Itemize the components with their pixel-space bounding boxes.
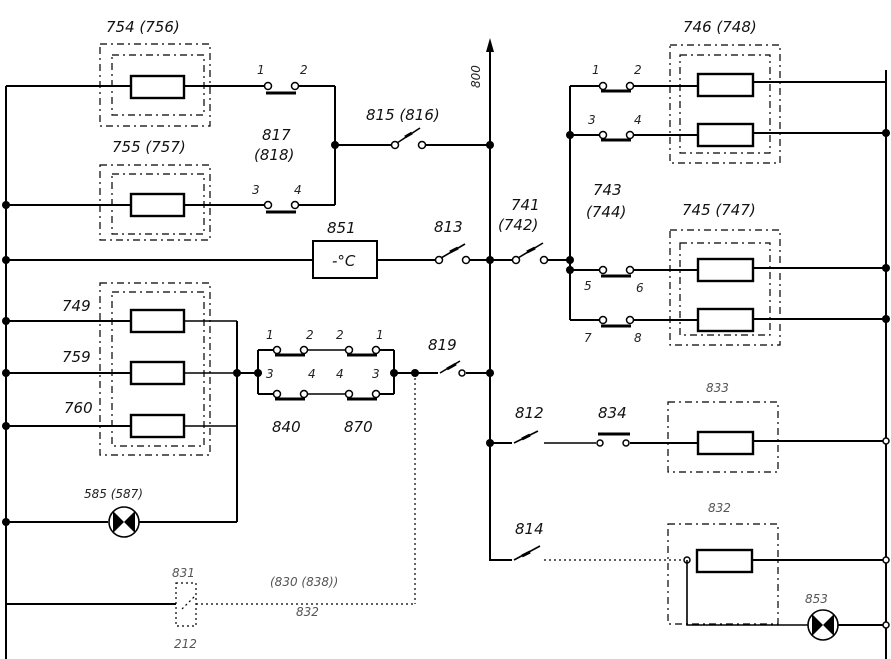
switch-814[interactable]: 814 (489, 443, 686, 561)
pin-label: 3 (372, 367, 380, 381)
bus-label: 800 (469, 65, 483, 88)
switch-743-contacts-3-4[interactable]: 3 4 (570, 113, 698, 142)
thermostat-symbol: -°C (332, 252, 356, 270)
relay-831: 831 212 (6, 566, 415, 651)
heater-745-label: 745 (747) (682, 201, 756, 219)
pin-label: 4 (294, 183, 302, 197)
pin-label: 2 (306, 328, 314, 342)
pin-label: 1 (266, 328, 274, 342)
switch-817-contacts-3-4[interactable]: 3 4 (252, 183, 335, 214)
pin-label: 6 (636, 281, 644, 295)
switch-840-label: 840 (272, 418, 301, 436)
switch-741-label: 741 (511, 196, 540, 214)
switch-834-label: 834 (598, 404, 627, 422)
switch-743-label: 743 (593, 181, 622, 199)
heater-759-label: 759 (62, 348, 91, 366)
heater-group-749-759-760: 749 759 760 (2, 282, 262, 522)
switch-812[interactable]: 812 (486, 404, 596, 447)
switch-741[interactable]: 741 (742) (498, 196, 574, 265)
switch-743-contacts-5-6[interactable]: 5 6 (570, 265, 698, 296)
relay-label: 831 (172, 566, 195, 580)
heater-749-label: 749 (62, 297, 91, 315)
heater-746-label: 746 (748) (683, 18, 757, 36)
pin-label: 3 (252, 183, 260, 197)
switch-815-label: 815 (816) (366, 106, 440, 124)
switch-819[interactable]: 819 (394, 336, 494, 377)
pin-label: 1 (592, 63, 600, 77)
heater-745: 745 (747) (669, 201, 890, 346)
lamp-585-label: 585 (587) (84, 487, 143, 501)
heater-833-label: 833 (706, 381, 729, 395)
heater-760-label: 760 (64, 399, 93, 417)
switch-741-alt-label: (742) (498, 216, 538, 234)
cable-alt-label: 832 (296, 605, 319, 619)
pin-label: 4 (308, 367, 316, 381)
heater-832-label: 832 (708, 501, 731, 515)
switch-743-alt-label: (744) (586, 203, 626, 221)
pin-label: 2 (300, 63, 308, 77)
bus-arrow-icon (486, 38, 494, 52)
pin-label: 1 (257, 63, 265, 77)
cable-label: (830 (838)) (270, 575, 338, 589)
heater-754-label: 754 (756) (106, 18, 180, 36)
junction-node (2, 256, 10, 264)
pin-label: 8 (634, 331, 642, 345)
switch-812-label: 812 (515, 404, 544, 422)
switch-814-label: 814 (515, 520, 544, 538)
switch-870-label: 870 (344, 418, 373, 436)
heater-832: 832 (667, 501, 890, 625)
pin-label: 1 (376, 328, 384, 342)
pin-label: 4 (634, 113, 642, 127)
relay-alt-label: 212 (174, 637, 197, 651)
lamp-853: 853 (686, 560, 890, 641)
switch-817-alt-label: (818) (254, 146, 294, 164)
pin-label: 2 (336, 328, 344, 342)
heater-754: 754 (756) (6, 18, 265, 127)
switch-743-contacts-1-2[interactable]: 1 2 (570, 63, 698, 93)
switch-743-contacts-7-8[interactable]: 7 8 (570, 315, 698, 346)
switch-840-870-bridge[interactable]: 1 2 3 4 2 1 4 3 840 870 (237, 328, 398, 436)
thermostat-851: -°C 851 (312, 219, 378, 279)
heater-833: 833 (667, 381, 890, 473)
thermostat-label: 851 (327, 219, 356, 237)
lamp-853-label: 853 (805, 592, 828, 606)
switch-834[interactable]: 834 (596, 404, 698, 447)
pin-label: 4 (336, 367, 344, 381)
heater-755: 755 (757) (2, 138, 265, 241)
switch-815[interactable]: 815 (816) (335, 106, 494, 150)
pin-label: 3 (266, 367, 274, 381)
heater-746: 746 (748) (669, 18, 890, 164)
switch-819-label: 819 (428, 336, 457, 354)
switch-817-label: 817 (262, 126, 291, 144)
switch-813[interactable]: 813 (377, 218, 512, 265)
pin-label: 5 (584, 279, 592, 293)
lamp-585: 585 (587) (2, 487, 237, 538)
pin-label: 3 (588, 113, 596, 127)
heater-755-label: 755 (757) (112, 138, 186, 156)
switch-817-contacts-1-2[interactable]: 1 2 (257, 63, 335, 95)
pin-label: 7 (584, 331, 592, 345)
pin-label: 2 (634, 63, 642, 77)
switch-813-label: 813 (434, 218, 463, 236)
